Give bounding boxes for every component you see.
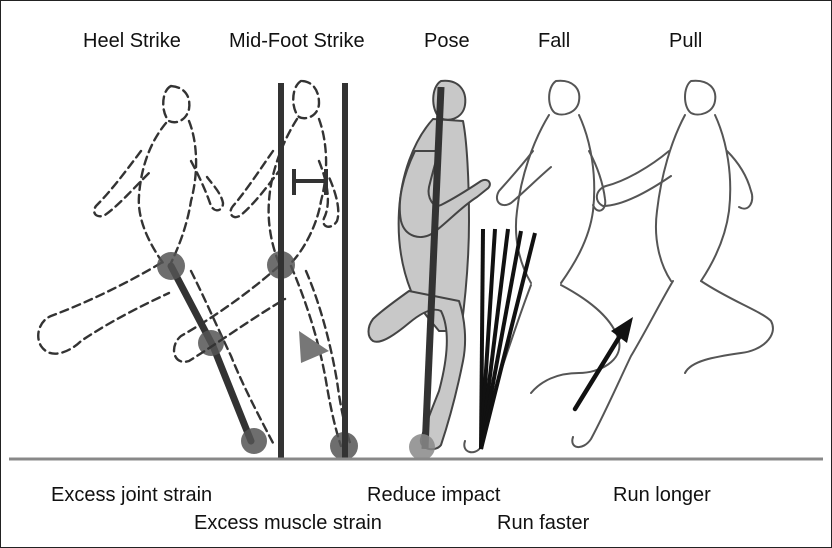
mid-foot-strike-runner xyxy=(174,81,351,446)
pull-runner xyxy=(572,81,773,447)
caption-reduce-impact: Reduce impact xyxy=(367,485,500,505)
caption-run-faster: Run faster xyxy=(497,513,589,533)
pull-arrow xyxy=(575,317,633,409)
strain-triangle xyxy=(299,331,329,363)
lean-angle-fan xyxy=(481,229,535,449)
hip-joint-marker xyxy=(157,252,185,280)
caption-run-longer: Run longer xyxy=(613,485,711,505)
heel-contact-marker xyxy=(241,428,267,454)
heel-strike-runner xyxy=(38,86,273,443)
pose-contact-marker xyxy=(409,434,435,460)
caption-excess-muscle-strain: Excess muscle strain xyxy=(194,513,382,533)
caption-excess-joint-strain: Excess joint strain xyxy=(51,485,212,505)
